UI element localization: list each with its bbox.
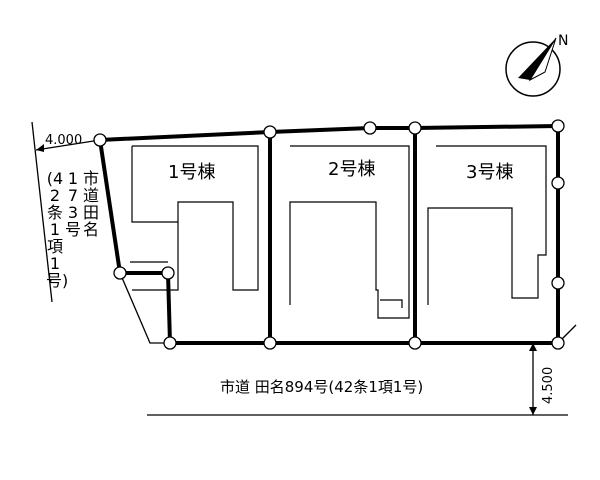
lot-boundaries [98,124,560,345]
left-road-name-line: 市道 田名 [82,169,99,239]
dimension-arrow-icon [529,343,537,351]
dimension-arrow-icon [529,407,537,415]
building-outlines [131,145,547,319]
bottom-road-width-label: 4.500 [541,367,556,404]
boundary-markers [93,119,565,350]
setback-lines [119,261,170,344]
left-road-width-label: 4.000 [45,133,82,148]
north-label: N [558,33,568,49]
left-road-label: 市道 田名 173号 (42条1項1号) [46,170,100,290]
left-road-number-line: 173号 [64,169,81,239]
left-road-class-line: (42条1項1号) [46,169,69,290]
bottom-road-label: 市道 田名894号(42条1項1号) [220,378,423,396]
road-edge-lines [31,121,577,416]
building-1-label: 1号棟 [168,162,215,183]
building-3-label: 3号棟 [466,162,513,183]
dimension-arrow-icon [36,144,44,152]
building-2-label: 2号棟 [328,159,375,180]
north-arrow-icon [505,37,561,97]
